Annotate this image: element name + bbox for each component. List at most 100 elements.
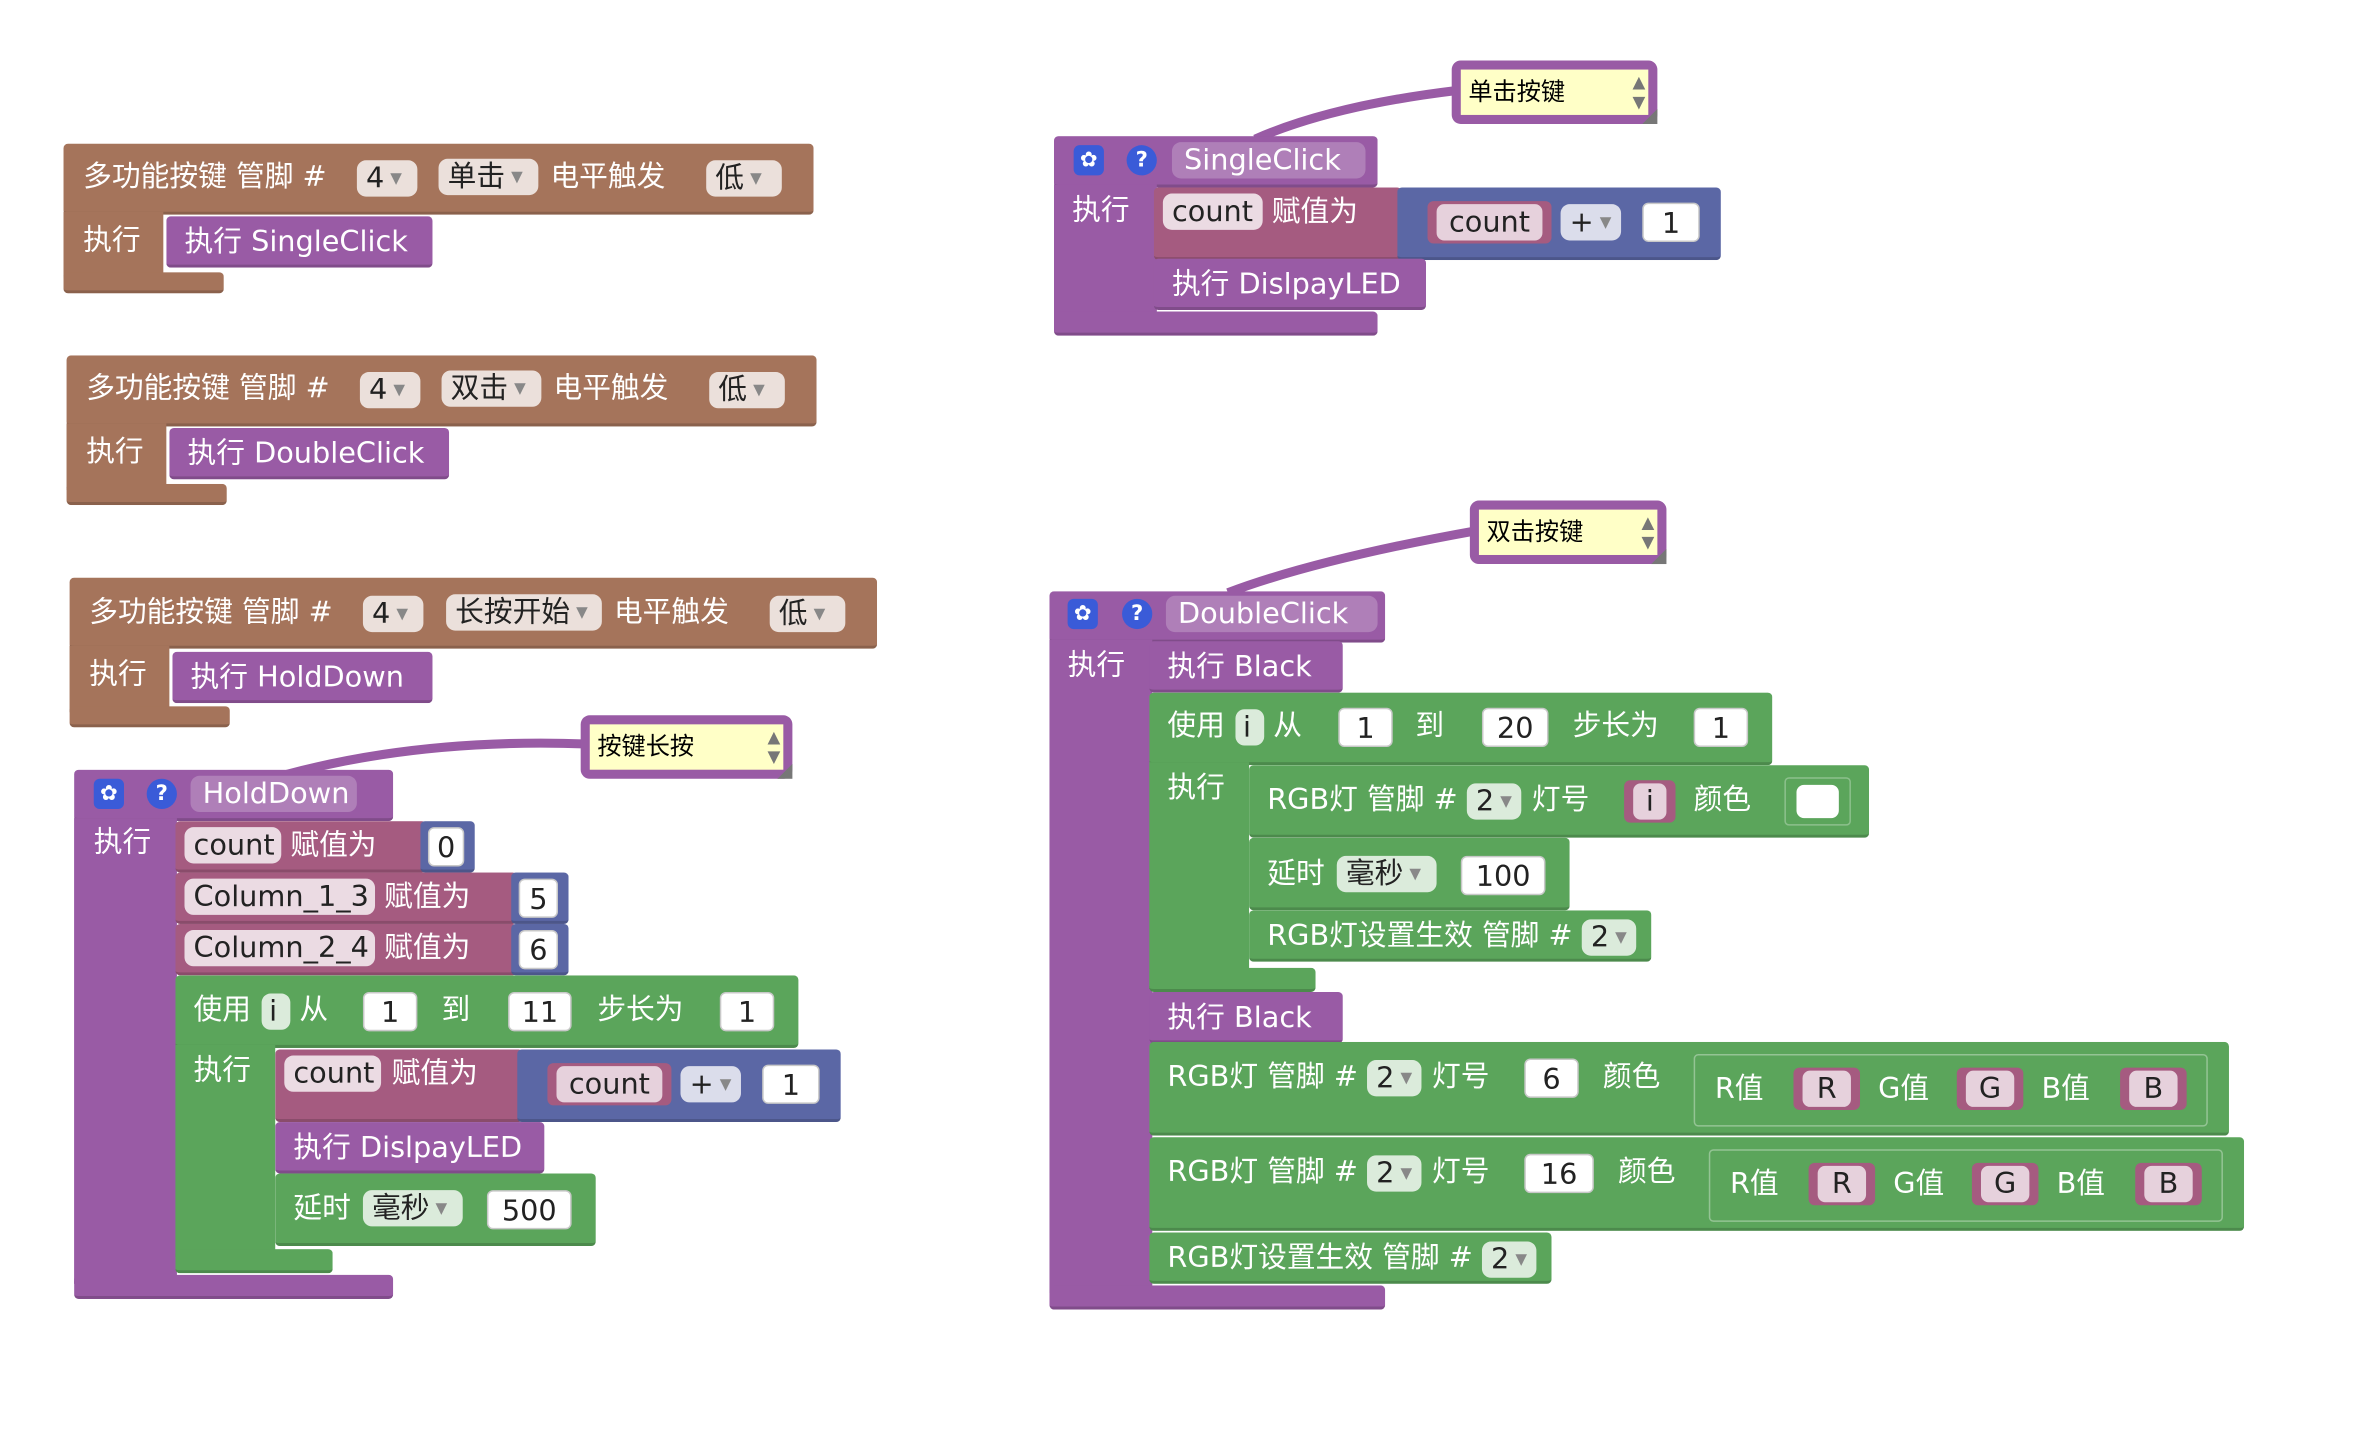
operator-dropdown[interactable]: +▼ — [1560, 204, 1622, 241]
resize-grip-icon[interactable] — [777, 763, 793, 779]
loop-from: 从 — [1273, 709, 1303, 743]
var-g[interactable]: G — [1971, 1162, 2039, 1206]
var-b[interactable]: B — [2120, 1067, 2187, 1110]
call-block-black-1[interactable] — [1149, 641, 1343, 693]
pin-dropdown[interactable]: 2▼ — [1481, 1241, 1537, 1278]
value-input[interactable]: 6 — [518, 930, 559, 970]
var-count[interactable]: count — [547, 1063, 672, 1106]
value-input[interactable]: 5 — [518, 878, 559, 918]
button-block-double[interactable] — [66, 355, 817, 427]
loop-start[interactable]: 1 — [1338, 707, 1393, 748]
number-input[interactable]: 1 — [1642, 202, 1700, 242]
spinner-icon: ▲▼ — [767, 727, 781, 767]
level-dropdown[interactable]: 低▼ — [709, 372, 785, 409]
procedure-name[interactable]: SingleClick — [1171, 142, 1366, 179]
operator-dropdown[interactable]: +▼ — [680, 1066, 741, 1103]
gear-icon[interactable]: ✿ — [1067, 598, 1098, 630]
loop-exec: 执行 — [193, 1054, 252, 1088]
mode-dropdown[interactable]: 单击▼ — [438, 158, 539, 196]
call-block-displayled[interactable] — [1153, 258, 1427, 311]
variable[interactable]: count — [184, 827, 282, 864]
call-block-singleclick[interactable] — [166, 216, 433, 268]
connector-singleclick — [1253, 86, 1456, 144]
comment-doubleclick[interactable]: 双击按键▲▼ — [1469, 500, 1667, 565]
call-label: 执行 DislpayLED — [293, 1131, 523, 1165]
comment-text[interactable]: 单击按键 — [1460, 69, 1649, 115]
help-icon[interactable]: ? — [1126, 145, 1157, 176]
resize-grip-icon[interactable] — [1642, 108, 1658, 125]
loop-var[interactable]: i — [1235, 709, 1265, 746]
loop-step[interactable]: 1 — [1693, 707, 1749, 748]
level-dropdown[interactable]: 低▼ — [769, 595, 846, 633]
color-swatch[interactable] — [1796, 784, 1839, 819]
loop-start[interactable]: 1 — [362, 992, 418, 1032]
comment-singleclick[interactable]: 单击按键▲▼ — [1451, 60, 1658, 125]
loop-step-label: 步长为 — [597, 993, 684, 1027]
for-loop-body — [1149, 762, 1250, 989]
loop-end[interactable]: 11 — [508, 992, 572, 1032]
pin-dropdown[interactable]: 2▼ — [1466, 783, 1522, 820]
help-icon[interactable]: ? — [146, 778, 177, 810]
delay-value[interactable]: 500 — [486, 1190, 572, 1230]
level-dropdown[interactable]: 低▼ — [706, 160, 782, 197]
loop-end[interactable]: 20 — [1481, 707, 1549, 748]
loop-use: 使用 — [193, 993, 252, 1027]
variable-count[interactable]: count — [284, 1055, 382, 1092]
dropdown-arrow-icon: ▼ — [813, 605, 826, 623]
pin-dropdown[interactable]: 2▼ — [1367, 1060, 1422, 1097]
procedure-singleclick[interactable] — [1054, 136, 1378, 188]
comment-text[interactable]: 按键长按 — [589, 724, 784, 770]
call-block-holddown[interactable] — [172, 651, 433, 704]
loop-step[interactable]: 1 — [719, 992, 775, 1032]
dropdown-arrow-icon: ▼ — [393, 381, 405, 399]
delay-label: 延时 — [293, 1191, 351, 1225]
resize-grip-icon[interactable] — [1651, 548, 1667, 565]
variable[interactable]: Column_2_4 — [184, 930, 376, 967]
var-b[interactable]: B — [2135, 1162, 2202, 1206]
mode-dropdown[interactable]: 双击▼ — [441, 370, 542, 407]
var-r[interactable]: R — [1808, 1162, 1876, 1206]
unit-dropdown[interactable]: 毫秒▼ — [1336, 855, 1437, 893]
gear-icon[interactable]: ✿ — [93, 778, 125, 810]
pin-dropdown[interactable]: 4▼ — [356, 160, 418, 197]
pin-dropdown[interactable]: 4▼ — [362, 595, 424, 633]
procedure-name[interactable]: DoubleClick — [1165, 595, 1378, 633]
number-input[interactable]: 1 — [762, 1064, 820, 1104]
variable[interactable]: Column_1_3 — [184, 878, 376, 915]
var-g[interactable]: G — [1956, 1067, 2024, 1110]
delay-value[interactable]: 100 — [1460, 855, 1546, 896]
call-label: 执行 SingleClick — [184, 225, 408, 259]
var-count[interactable]: count — [1427, 201, 1552, 244]
comment-holddown[interactable]: 按键长按▲▼ — [580, 715, 793, 779]
loop-exec: 执行 — [1167, 771, 1225, 805]
pin-dropdown[interactable]: 2▼ — [1367, 1155, 1422, 1192]
value-input[interactable]: 0 — [427, 827, 465, 867]
loop-var[interactable]: i — [261, 993, 291, 1030]
for-loop-block[interactable] — [1149, 692, 1773, 766]
assign-label: 赋值为 — [290, 828, 377, 862]
button-title: 多功能按键 管脚 # — [83, 160, 327, 194]
comment-text[interactable]: 双击按键 — [1478, 509, 1658, 555]
pin-dropdown[interactable]: 2▼ — [1581, 919, 1637, 956]
procedure-holddown[interactable] — [74, 769, 394, 822]
lamp-number[interactable]: 16 — [1524, 1153, 1594, 1194]
lamp-number[interactable]: 6 — [1524, 1058, 1579, 1098]
for-loop-body — [175, 1044, 276, 1257]
dropdown-arrow-icon: ▼ — [390, 170, 402, 187]
call-block-displayled[interactable] — [275, 1122, 545, 1174]
lamp-label: 灯号 — [1531, 783, 1590, 817]
gear-icon[interactable]: ✿ — [1073, 145, 1104, 176]
var-i[interactable]: i — [1624, 780, 1676, 823]
var-r[interactable]: R — [1793, 1067, 1861, 1110]
pin-dropdown[interactable]: 4▼ — [359, 372, 421, 409]
help-icon[interactable]: ? — [1122, 598, 1153, 630]
rgb-block-1[interactable] — [1249, 765, 1870, 838]
variable-count[interactable]: count — [1162, 193, 1263, 230]
unit-dropdown[interactable]: 毫秒▼ — [362, 1190, 463, 1227]
loop-to: 到 — [441, 993, 471, 1027]
mode-dropdown[interactable]: 长按开始▼ — [446, 594, 602, 631]
call-block-doubleclick[interactable] — [169, 427, 450, 480]
button-block-hold-foot — [69, 706, 230, 728]
procedure-name[interactable]: HoldDown — [190, 775, 357, 813]
